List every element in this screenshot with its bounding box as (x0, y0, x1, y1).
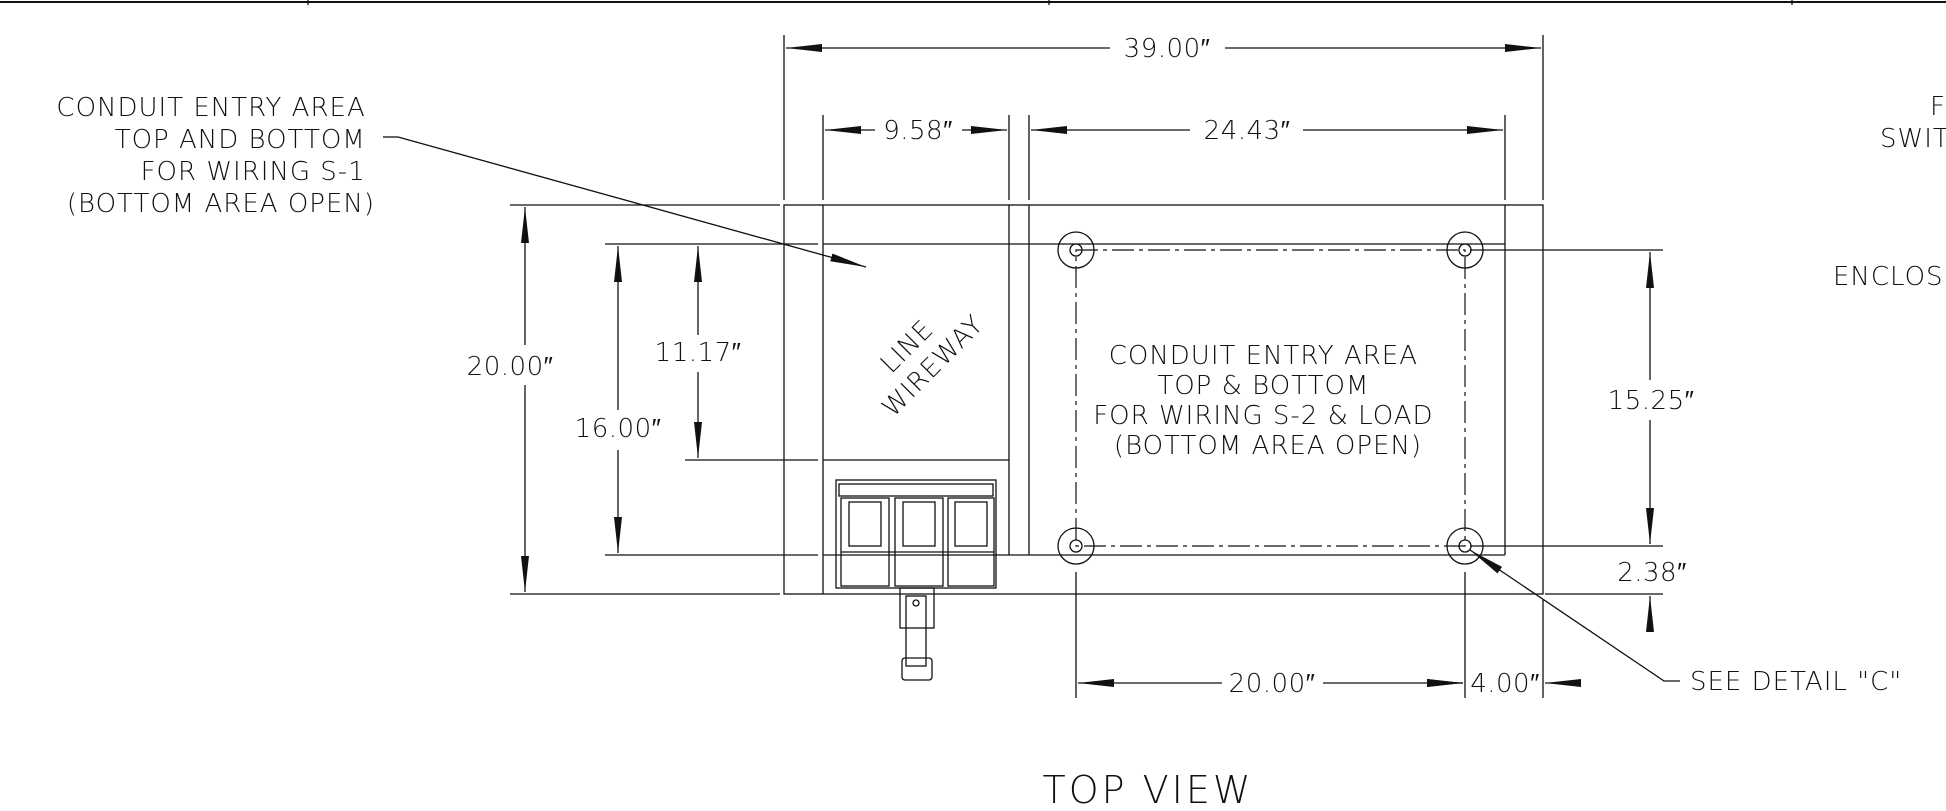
note-line-wireway: LINE WIREWAY (854, 287, 990, 423)
right-edge-fragments: F SWIT ENCLOS (1833, 92, 1946, 292)
note-conduit-s1-line: FOR WIRING S-1 (141, 157, 366, 187)
note-conduit-s2-line: FOR WIRING S-2 & LOAD (1093, 401, 1433, 431)
dimension-hole-offset-bottom: 2.38″ (1617, 558, 1687, 632)
note-conduit-s1-line: TOP AND BOTTOM (115, 125, 366, 155)
note-conduit-s2-line: TOP & BOTTOM (1157, 371, 1369, 401)
note-conduit-s1: CONDUIT ENTRY AREA TOP AND BOTTOM FOR WI… (56, 93, 375, 219)
dim-label-39: 39.00″ (1124, 34, 1211, 64)
note-detail-c: SEE DETAIL "C" (1690, 667, 1902, 697)
dim-label-24-43: 24.43″ (1204, 116, 1291, 146)
fragment-text: ENCLOS (1833, 262, 1944, 292)
note-conduit-s1-line: CONDUIT ENTRY AREA (56, 93, 365, 123)
fragment-text: F (1930, 92, 1946, 122)
dimension-wireway-width: 9.58″ (825, 116, 1007, 146)
view-title: TOP VIEW (1043, 768, 1254, 811)
dim-label-16: 16.00″ (575, 414, 662, 444)
dimension-hole-spacing-horizontal: 20.00″ (1078, 669, 1463, 699)
dimension-overall-width: 39.00″ (786, 34, 1541, 64)
note-conduit-s2: CONDUIT ENTRY AREA TOP & BOTTOM FOR WIRI… (1093, 341, 1443, 461)
note-conduit-s1-line: (BOTTOM AREA OPEN) (67, 189, 375, 219)
dimension-depth-16: 16.00″ (575, 246, 662, 553)
dimension-overall-depth: 20.00″ (467, 207, 554, 592)
dimension-hole-spacing-vertical: 15.25″ (1608, 252, 1695, 544)
dim-label-4: 4.00″ (1470, 669, 1540, 699)
fragment-text: SWIT (1880, 124, 1946, 154)
dimension-load-width: 24.43″ (1031, 116, 1503, 146)
title-block-border (0, 0, 1946, 5)
dim-label-2-38: 2.38″ (1617, 558, 1687, 588)
dim-label-20-horizontal: 20.00″ (1229, 669, 1316, 699)
mounting-hole (1057, 231, 1095, 269)
dim-label-11-17: 11.17″ (655, 338, 742, 368)
leader-conduit-s1 (383, 136, 867, 268)
enclosure-outline (783, 204, 1544, 595)
dimension-hole-offset-right: 4.00″ (1427, 669, 1581, 699)
note-conduit-s2-line: CONDUIT ENTRY AREA (1109, 341, 1418, 371)
breaker-switch (835, 479, 997, 681)
dimension-depth-11: 11.17″ (655, 246, 742, 458)
note-conduit-s2-line: (BOTTOM AREA OPEN) (1114, 431, 1422, 461)
dim-label-20-vertical: 20.00″ (467, 352, 554, 382)
dim-label-9-58: 9.58″ (883, 116, 953, 146)
leader-detail-c (1469, 549, 1680, 682)
mounting-hole (1057, 527, 1095, 565)
dim-label-15-25: 15.25″ (1608, 386, 1695, 416)
